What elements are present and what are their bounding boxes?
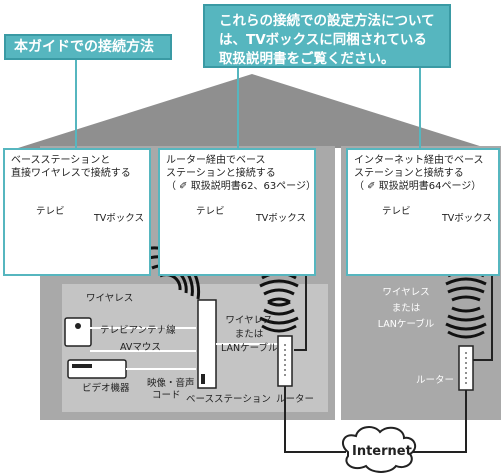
- tvbox-label: TVボックス: [442, 213, 493, 224]
- tv-label: テレビ: [196, 206, 225, 217]
- callout-line: は、TVボックスに同梱されている: [219, 32, 427, 48]
- internet-link-right: [410, 390, 467, 453]
- internet-cloud: [341, 426, 417, 473]
- callout-other-methods: これらの接続での設定方法について は、TVボックスに同梱されている 取扱説明書を…: [203, 4, 451, 68]
- wireless-or-lan-label: LANケーブル: [221, 343, 278, 354]
- manual-reference: （ ✐ 取扱説明書64ページ）: [354, 181, 482, 192]
- panel-text: ステーションと接続する: [166, 168, 276, 179]
- panel-via-router: ルーター経由でベース ステーションと接続する （ ✐ 取扱説明書62、63ページ…: [158, 148, 316, 276]
- router-device-3: [458, 345, 474, 391]
- video-device: [67, 359, 127, 379]
- panel-text: ルーター経由でベース: [166, 155, 266, 166]
- panel-via-internet: インターネット経由でベース ステーションと接続する （ ✐ 取扱説明書64ページ…: [346, 148, 500, 276]
- panel-text: ステーションと接続する: [354, 168, 464, 179]
- internet-label: Internet: [352, 444, 412, 459]
- wireless-or-lan-label: または: [391, 303, 421, 314]
- av-cord-label: 映像・音声: [147, 378, 195, 389]
- tv-label: テレビ: [382, 206, 411, 217]
- router-device-2: [277, 335, 293, 387]
- house-roof: [18, 74, 486, 148]
- internet-link-left: [284, 386, 346, 453]
- wireless-or-lan-label: ワイヤレス: [225, 315, 273, 326]
- antenna-outlet: [64, 317, 92, 347]
- panel-direct-wireless: ベースステーションと 直接ワイヤレスで接続する: [3, 148, 151, 276]
- router-label: ルーター: [416, 375, 455, 386]
- manual-reference: （ ✐ 取扱説明書62、63ページ）: [166, 181, 316, 192]
- av-cord-label: コード: [152, 390, 181, 401]
- wireless-or-lan-label: または: [234, 329, 264, 340]
- panel-text: 直接ワイヤレスで接続する: [11, 168, 131, 179]
- video-device-label: ビデオ機器: [82, 383, 130, 394]
- callout-line: これらの接続での設定方法について: [219, 13, 435, 29]
- antenna-label: テレビアンテナ線: [100, 325, 176, 336]
- wireless-label: ワイヤレス: [86, 293, 134, 304]
- wireless-or-lan-label: ワイヤレス: [382, 287, 430, 298]
- router-label: ルーター: [276, 394, 315, 405]
- base-station-label: ベースステーション: [186, 394, 271, 405]
- base-station-device: [197, 299, 217, 389]
- tvbox-label: TVボックス: [256, 213, 307, 224]
- tvbox-label: TVボックス: [94, 213, 145, 224]
- callout-guide-method: 本ガイドでの接続方法: [4, 34, 172, 60]
- panel-text: ベースステーションと: [11, 155, 111, 166]
- callout-line: 取扱説明書をご覧ください。: [219, 51, 395, 67]
- av-mouse-label: AVマウス: [120, 342, 161, 353]
- panel-text: インターネット経由でベース: [354, 155, 484, 166]
- wireless-or-lan-label: LANケーブル: [377, 319, 435, 330]
- tv-label: テレビ: [36, 206, 65, 217]
